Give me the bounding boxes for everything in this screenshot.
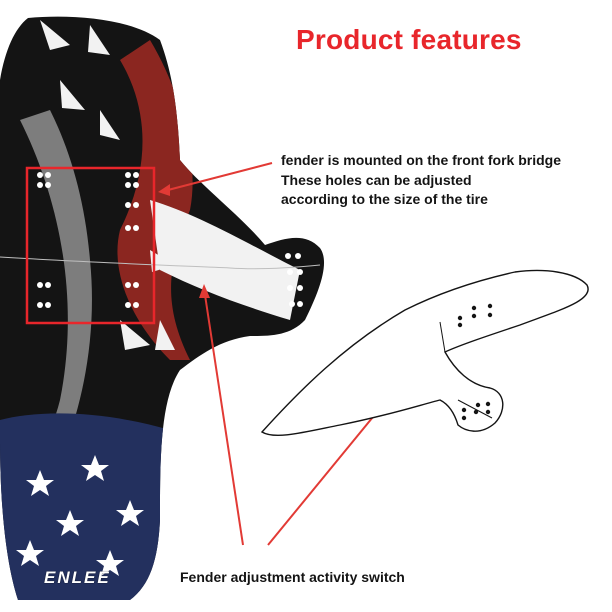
flag-stars xyxy=(16,455,144,576)
white-swoosh xyxy=(150,200,300,320)
mount-note: fender is mounted on the front fork brid… xyxy=(281,152,561,168)
page-title: Product features xyxy=(296,24,522,55)
fender-photo xyxy=(0,16,325,601)
grey-swoosh xyxy=(10,110,92,500)
hinge-line xyxy=(0,256,321,270)
holes-note-line1: These holes can be adjusted xyxy=(281,172,472,188)
flag-tail xyxy=(0,413,170,601)
highlight-box xyxy=(25,166,156,325)
shark-teeth xyxy=(40,20,175,350)
holes-note-line2: according to the size of the tire xyxy=(281,191,488,207)
fender-outline-drawing xyxy=(260,269,589,437)
switch-note: Fender adjustment activity switch xyxy=(180,569,405,585)
fender-mount-holes xyxy=(37,172,303,308)
brand-logo: ENLEE xyxy=(44,568,111,587)
